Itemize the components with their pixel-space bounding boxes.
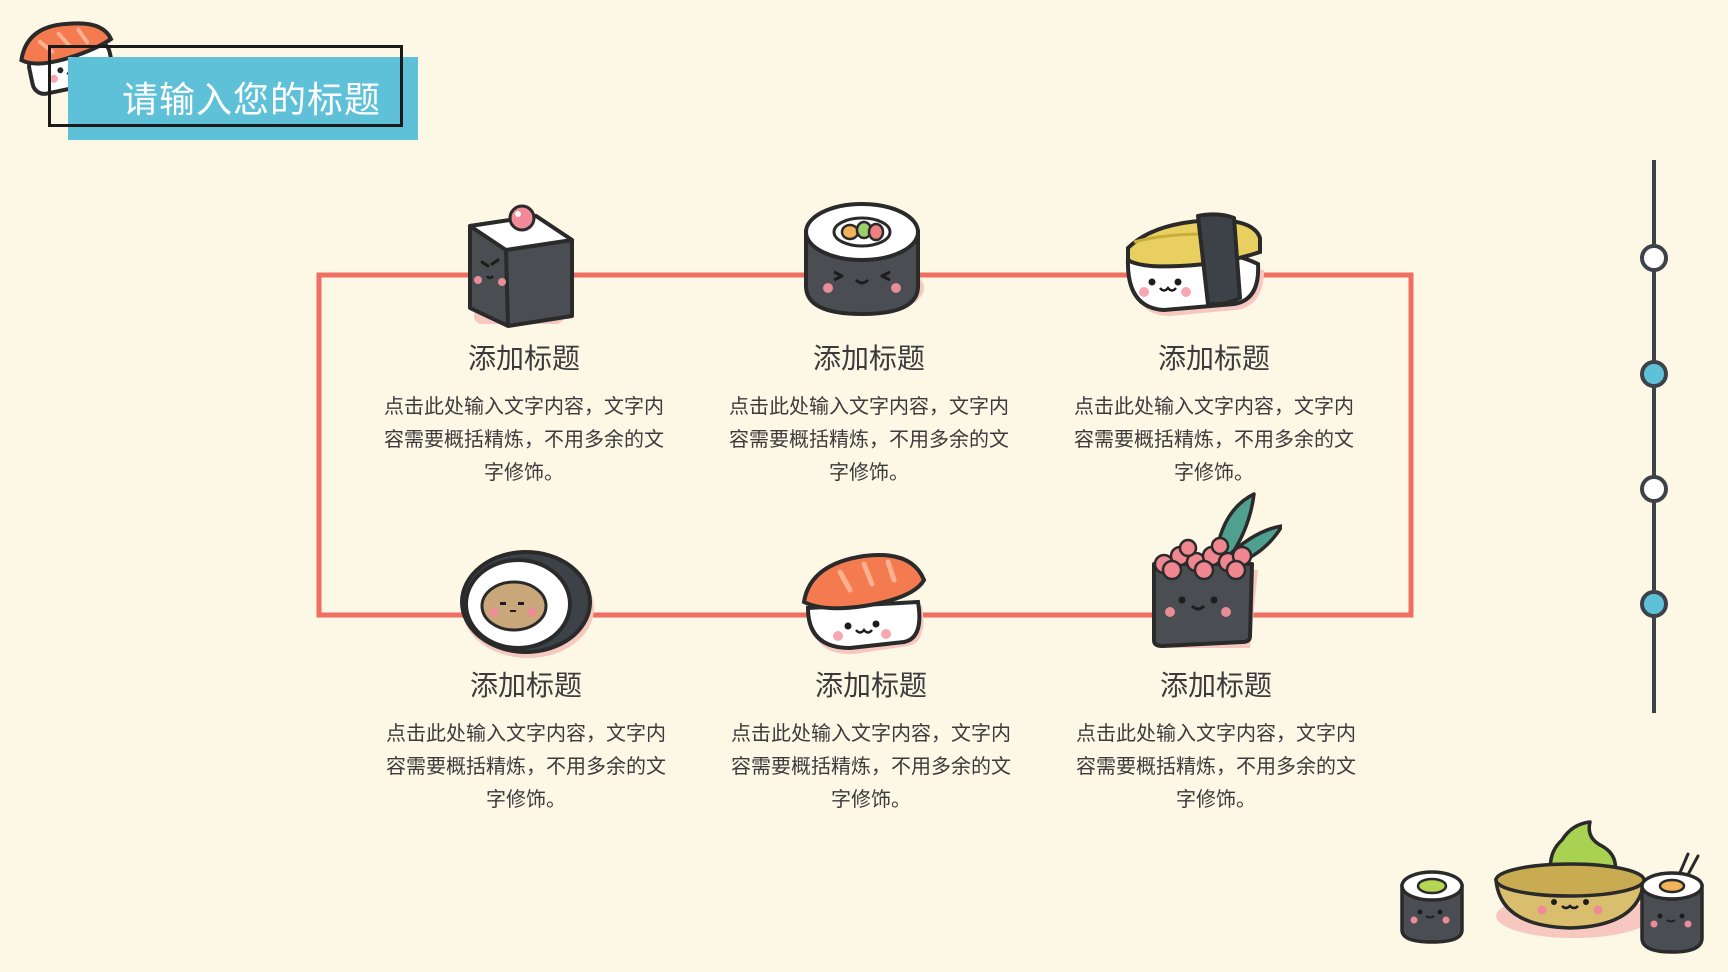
card-title[interactable]: 添加标题 (469, 669, 582, 702)
title-frame (48, 45, 403, 127)
ikura-gunkan-icon (1146, 490, 1282, 656)
maki-roll-icon (800, 196, 926, 320)
salmon-nigiri-icon (800, 550, 930, 660)
wasabi-bowl-icon (1490, 816, 1654, 940)
timeline (1636, 160, 1672, 716)
card-2[interactable]: 添加标题 点击此处输入文字内容，文字内容需要概括精炼，不用多余的文字修饰。 (709, 342, 1029, 489)
title-block: 请输入您的标题 (48, 45, 418, 140)
card-5[interactable]: 添加标题 点击此处输入文字内容，文字内容需要概括精炼，不用多余的文字修饰。 (711, 669, 1031, 816)
card-1[interactable]: 添加标题 点击此处输入文字内容，文字内容需要概括精炼，不用多余的文字修饰。 (364, 342, 684, 489)
card-6[interactable]: 添加标题 点击此处输入文字内容，文字内容需要概括精炼，不用多余的文字修饰。 (1056, 669, 1376, 816)
card-3[interactable]: 添加标题 点击此处输入文字内容，文字内容需要概括精炼，不用多余的文字修饰。 (1054, 342, 1374, 489)
small-maki-icon (1396, 868, 1470, 944)
card-text[interactable]: 点击此处输入文字内容，文字内容需要概括精炼，不用多余的文字修饰。 (1074, 394, 1354, 484)
timeline-node-2 (1640, 360, 1668, 388)
square-sushi-icon (460, 196, 590, 330)
card-title[interactable]: 添加标题 (467, 342, 580, 375)
card-text[interactable]: 点击此处输入文字内容，文字内容需要概括精炼，不用多余的文字修饰。 (729, 394, 1009, 484)
timeline-node-3 (1640, 475, 1668, 503)
timeline-node-4 (1640, 590, 1668, 618)
card-title[interactable]: 添加标题 (1157, 342, 1270, 375)
maki-chopsticks-icon (1636, 852, 1710, 956)
page-title[interactable]: 请输入您的标题 (122, 80, 382, 121)
timeline-node-1 (1640, 244, 1668, 272)
card-text[interactable]: 点击此处输入文字内容，文字内容需要概括精炼，不用多余的文字修饰。 (1076, 721, 1356, 811)
card-text[interactable]: 点击此处输入文字内容，文字内容需要概括精炼，不用多余的文字修饰。 (731, 721, 1011, 811)
tamago-nigiri-icon (1124, 208, 1280, 324)
card-title[interactable]: 添加标题 (812, 342, 925, 375)
card-4[interactable]: 添加标题 点击此处输入文字内容，文字内容需要概括精炼，不用多余的文字修饰。 (366, 669, 686, 816)
card-text[interactable]: 点击此处输入文字内容，文字内容需要概括精炼，不用多余的文字修饰。 (386, 721, 666, 811)
card-text[interactable]: 点击此处输入文字内容，文字内容需要概括精炼，不用多余的文字修饰。 (384, 394, 664, 484)
card-title[interactable]: 添加标题 (1159, 669, 1272, 702)
card-title[interactable]: 添加标题 (814, 669, 927, 702)
egg-roll-icon (454, 546, 598, 660)
